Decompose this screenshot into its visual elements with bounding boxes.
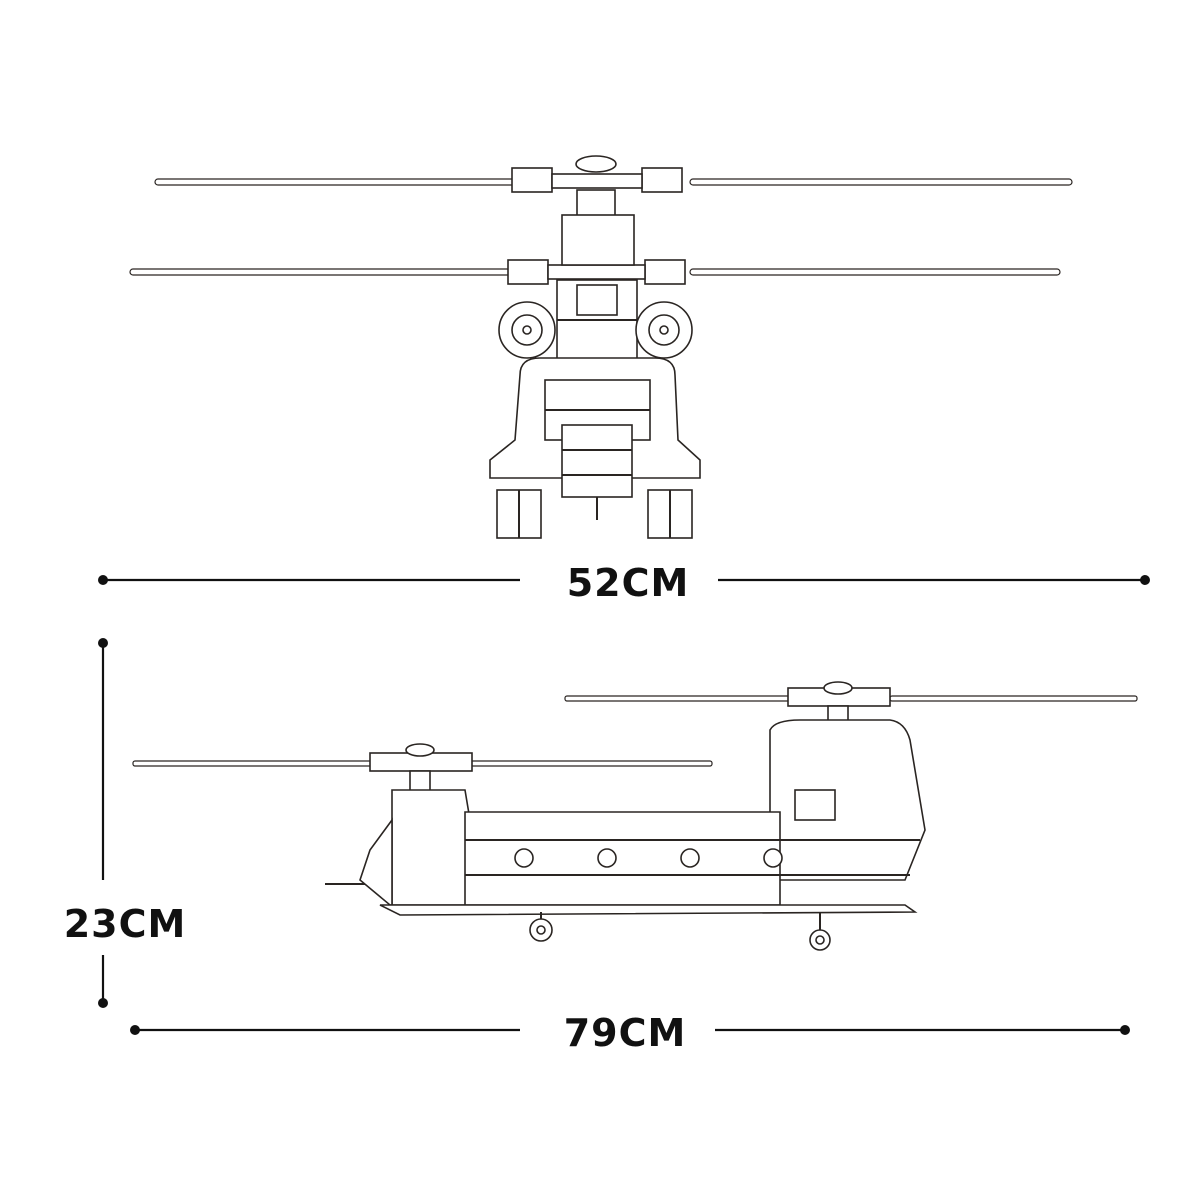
front-view-helicopter (129, 155, 1073, 539)
height-label: 23CM (64, 902, 187, 946)
front-rotor (132, 743, 713, 792)
width-label: 52CM (567, 561, 690, 605)
lower-rotor-blades (129, 247, 1061, 285)
length-label: 79CM (564, 1011, 687, 1055)
width-dimension: 52CM (98, 561, 1150, 605)
length-dimension: 79CM (130, 1011, 1130, 1055)
side-view-helicopter (132, 681, 1138, 951)
height-dimension: 23CM (64, 638, 187, 1008)
upper-rotor-blades (154, 155, 1073, 193)
front-fuselage (489, 189, 701, 539)
side-fuselage (325, 719, 926, 951)
